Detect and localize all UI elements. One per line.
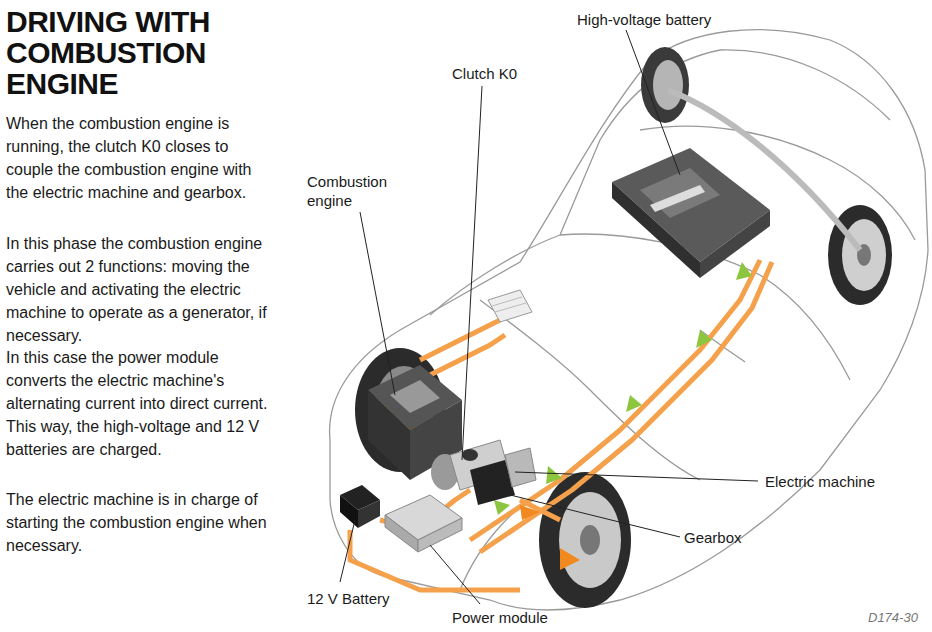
body-text: When the combustion engine is running, t… [6, 112, 274, 204]
body-text: The electric machine is in charge of sta… [6, 488, 274, 557]
battery-12v [340, 485, 380, 528]
part-label: 12 V Battery [307, 589, 427, 608]
body-text: In this phase the combustion engine carr… [6, 232, 274, 347]
car-outline [330, 30, 928, 611]
part-label: Electric machine [765, 472, 925, 491]
part-label: High-voltage battery [577, 10, 737, 29]
part-label: Gearbox [684, 528, 784, 547]
flow-heads [438, 262, 752, 534]
power-module [385, 495, 462, 552]
control-unit [488, 290, 532, 322]
part-label: Power module [452, 608, 572, 627]
part-label: Clutch K0 [452, 64, 552, 83]
figure-code: D174-30 [868, 610, 932, 625]
part-label: Combustion engine [307, 172, 399, 210]
body-text: In this case the power module converts t… [6, 346, 274, 461]
page-title: DRIVING WITH COMBUSTION ENGINE [6, 6, 256, 99]
high-voltage-battery [612, 148, 770, 278]
wheels [355, 47, 892, 608]
leader-lines [340, 30, 758, 604]
